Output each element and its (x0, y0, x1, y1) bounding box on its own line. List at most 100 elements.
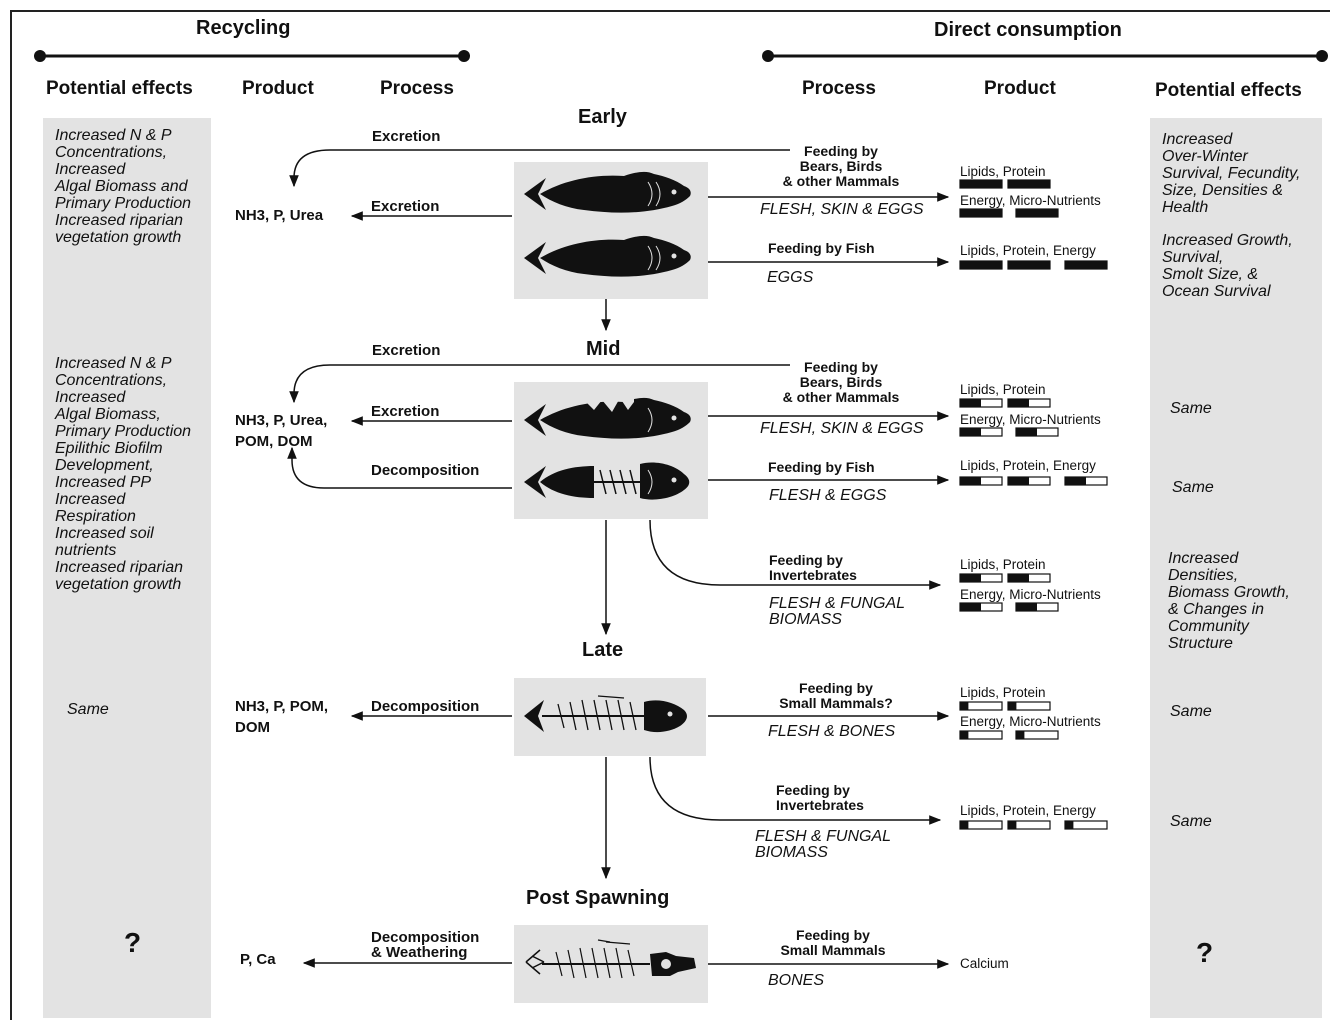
early-a-lipids-bar-fill (960, 180, 1002, 188)
late-a-lp-label: Lipids, Protein (960, 685, 1046, 700)
right-effects-mid-a: Same (1170, 400, 1212, 417)
late-product: NH3, P, POM, DOM (235, 698, 329, 736)
late-small-mammals-parts: FLESH & BONES (768, 723, 896, 740)
stage-post-spawning: Post Spawning (526, 887, 670, 909)
right-effects-early-a: Increased Over-Winter Survival, Fecundit… (1162, 131, 1301, 216)
recycling-header: Recycling (196, 17, 291, 39)
late-invertebrates-arrow (649, 756, 942, 825)
mid-c-protein-bar-fill (1008, 574, 1029, 582)
mid-a-em-label: Energy, Micro-Nutrients (960, 412, 1101, 427)
early-a-lp-label: Lipids, Protein (960, 164, 1046, 179)
late-small-mammals-label: Feeding by Small Mammals? (779, 680, 893, 711)
early-product: NH3, P, Urea (235, 207, 324, 224)
mid-c-micro-nutrients-bar-fill (1016, 603, 1037, 611)
early-b-lpe-label: Lipids, Protein, Energy (960, 243, 1096, 258)
post-small-mammals-label: Feeding by Small Mammals (780, 927, 886, 958)
post-calcium-label: Calcium (960, 956, 1009, 971)
stage-mid: Mid (586, 338, 621, 360)
early-a-energy-bar-fill (960, 209, 1002, 217)
left-effects-late: Same (67, 701, 109, 718)
post-product: P, Ca (240, 951, 276, 968)
early-b-lipids-bar-fill (960, 261, 1002, 269)
mid-invertebrates-parts: FLESH & FUNGAL BIOMASS (769, 595, 906, 628)
mid-a-protein-bar-fill (1008, 399, 1029, 407)
early-b-protein-bar-fill (1008, 261, 1050, 269)
mid-c-lp-label: Lipids, Protein (960, 557, 1046, 572)
early-a-protein-bar-fill (1008, 180, 1050, 188)
mid-excretion-curve-arrow (289, 364, 790, 404)
recycling-ruler (34, 50, 470, 62)
mid-product: NH3, P, Urea, POM, DOM (235, 412, 328, 450)
right-effects-post: ? (1196, 937, 1214, 968)
early-excretion-curve-arrow (289, 149, 790, 188)
right-process-column-title: Process (802, 78, 876, 99)
early-bears-parts: FLESH, SKIN & EGGS (760, 201, 924, 218)
late-decomposition-label: Decomposition (371, 698, 480, 715)
late-a-micro-nutrients-bar-fill (1016, 731, 1025, 739)
right-effects-column-title: Potential effects (1155, 80, 1302, 101)
late-a-protein-bar-fill (1008, 702, 1017, 710)
mid-bears-label: Feeding by Bears, Birds & other Mammals (782, 359, 900, 405)
mid-invertebrates-label: Feeding by Invertebrates (769, 552, 857, 583)
late-a-lipids-bar-fill (960, 702, 969, 710)
diagram-frame (10, 10, 1330, 1020)
post-small-mammals-parts: BONES (768, 972, 825, 989)
early-salmon-1-icon (524, 171, 691, 213)
direct-consumption-header: Direct consumption (934, 19, 1122, 41)
right-effects-mid-c: Increased Densities, Biomass Growth, & C… (1168, 550, 1290, 652)
stage-late: Late (582, 639, 624, 661)
mid-a-micro-nutrients-bar-fill (1016, 428, 1037, 436)
late-invertebrates-label: Feeding by Invertebrates (776, 782, 864, 813)
late-a-em-label: Energy, Micro-Nutrients (960, 714, 1101, 729)
nutrient-bars (959, 179, 1108, 830)
mid-a-energy-bar-fill (960, 428, 981, 436)
early-salmon-2-icon (524, 235, 691, 277)
mid-bears-parts: FLESH, SKIN & EGGS (760, 420, 924, 437)
mid-b-protein-bar-fill (1008, 477, 1029, 485)
early-a-micro-nutrients-bar-fill (1016, 209, 1058, 217)
late-b-lipids-bar-fill (960, 821, 969, 829)
left-effects-column-title: Potential effects (46, 78, 193, 99)
mid-c-lipids-bar-fill (960, 574, 981, 582)
mid-excretion-label: Excretion (371, 403, 440, 420)
early-fish-label: Feeding by Fish (768, 240, 875, 256)
mid-fish-parts: FLESH & EGGS (769, 487, 887, 504)
early-a-em-label: Energy, Micro-Nutrients (960, 193, 1101, 208)
mid-decomposition-label: Decomposition (371, 462, 480, 479)
post-decomposition-label: Decomposition & Weathering (371, 929, 480, 961)
mid-c-energy-bar-fill (960, 603, 981, 611)
early-excretion-label: Excretion (371, 198, 440, 215)
left-effects-mid: Increased N & P Concentrations, Increase… (55, 355, 192, 593)
right-effects-late-a: Same (1170, 703, 1212, 720)
left-process-column-title: Process (380, 78, 454, 99)
stage-early: Early (578, 106, 627, 128)
late-b-protein-bar-fill (1008, 821, 1017, 829)
mid-b-lpe-label: Lipids, Protein, Energy (960, 458, 1096, 473)
mid-b-energy-bar-fill (1065, 477, 1086, 485)
mid-a-lp-label: Lipids, Protein (960, 382, 1046, 397)
late-a-energy-bar-fill (960, 731, 969, 739)
late-salmon-skeleton-icon (524, 695, 687, 733)
mid-c-em-label: Energy, Micro-Nutrients (960, 587, 1101, 602)
mid-fish-label: Feeding by Fish (768, 459, 875, 475)
left-effects-early: Increased N & P Concentrations, Increase… (55, 127, 192, 246)
left-effects-panel (43, 118, 211, 1018)
late-invertebrates-parts: FLESH & FUNGAL BIOMASS (755, 828, 892, 861)
direct-consumption-ruler (762, 50, 1328, 62)
left-effects-post: ? (124, 927, 142, 958)
right-effects-panel (1150, 118, 1322, 1018)
mid-b-lipids-bar-fill (960, 477, 981, 485)
mid-excretion-top-label: Excretion (372, 342, 441, 359)
early-excretion-top-label: Excretion (372, 128, 441, 145)
mid-invertebrates-arrow (649, 519, 942, 590)
mid-salmon-eaten-icon (524, 397, 691, 439)
post-salmon-bones-icon (525, 939, 696, 979)
early-fish-parts: EGGS (767, 269, 814, 286)
early-b-energy-bar-fill (1065, 261, 1107, 269)
mid-decomposition-arrow (287, 446, 512, 489)
right-effects-mid-b: Same (1172, 479, 1214, 496)
mid-a-lipids-bar-fill (960, 399, 981, 407)
late-b-energy-bar-fill (1065, 821, 1074, 829)
early-bears-label: Feeding by Bears, Birds & other Mammals (782, 143, 900, 189)
